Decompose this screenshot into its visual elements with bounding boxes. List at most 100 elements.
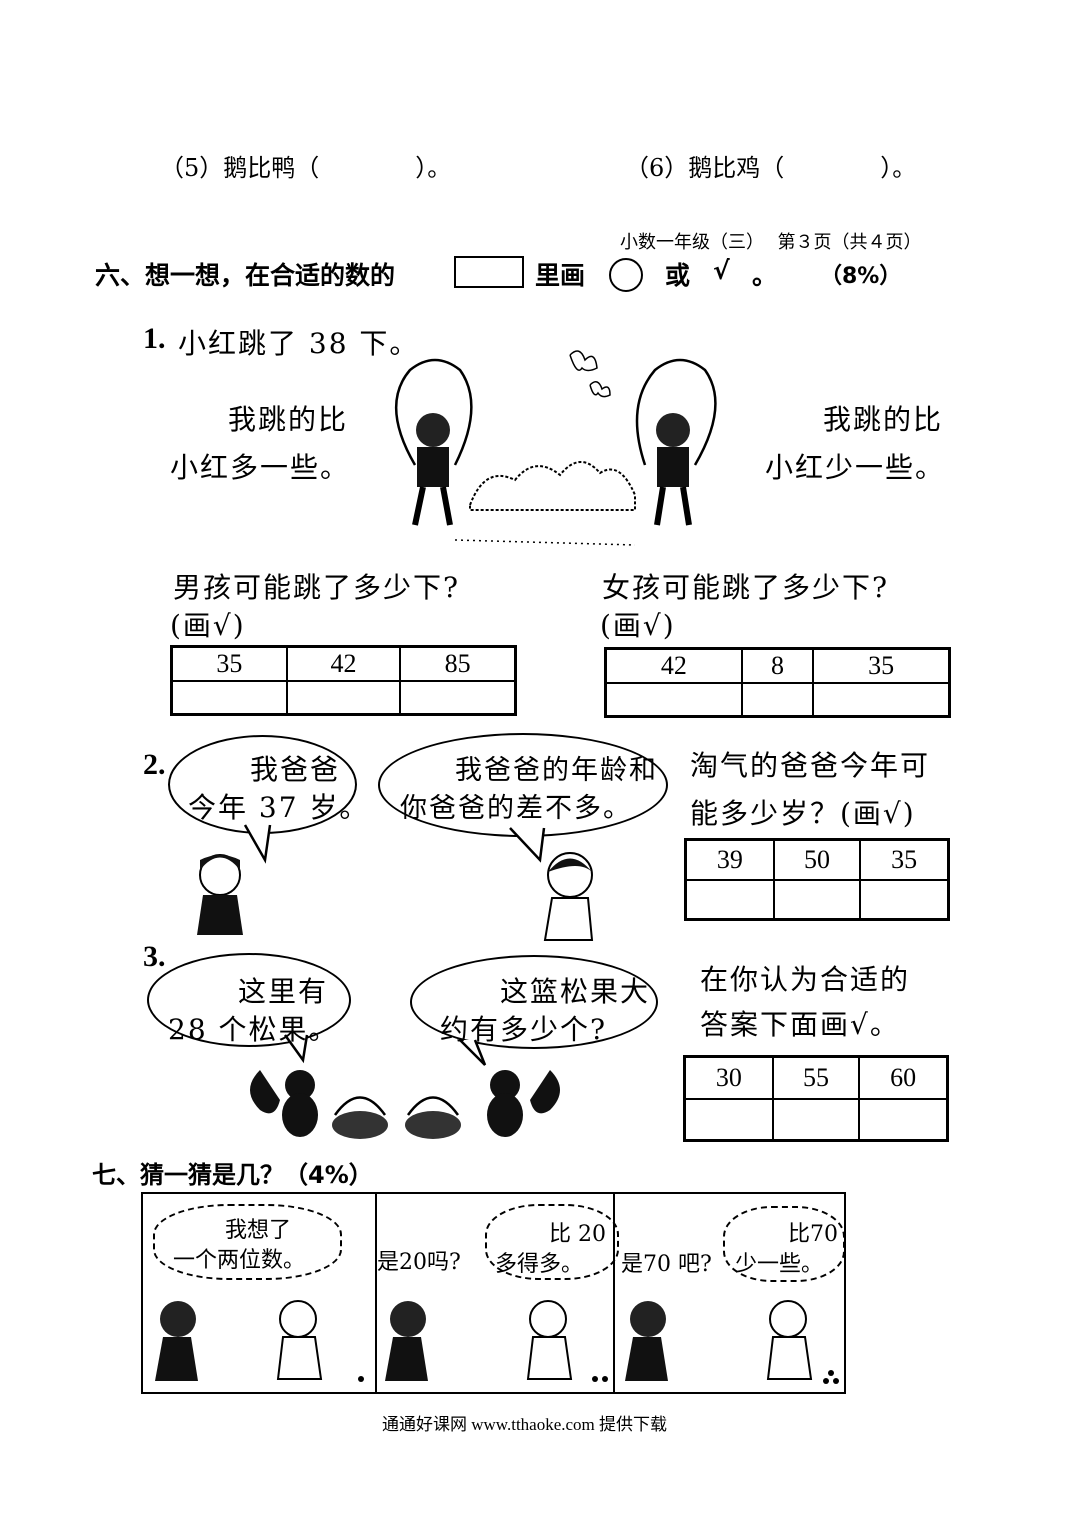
q2-girl-speech-line2: 今年 37 岁。 bbox=[188, 791, 370, 824]
boy-speech-line2: 小红多一些。 bbox=[170, 451, 351, 484]
q3-left-speech-line2: 28 个松果。 bbox=[168, 1013, 339, 1046]
squirrel-icon bbox=[250, 1070, 318, 1137]
option-cell: 60 bbox=[858, 1055, 949, 1100]
girl-jumping-icon bbox=[635, 358, 717, 526]
bubble-tail-icon bbox=[509, 827, 546, 863]
section6-title-d: 。 bbox=[752, 261, 778, 290]
q2-question-line2: 能多少岁？(画√) bbox=[690, 797, 916, 830]
section6-title-c: 或 bbox=[665, 261, 691, 290]
squirrels-baskets-illustration bbox=[250, 1070, 560, 1139]
comic-strip: 我想了 一个两位数。 是20吗? 比 20 多得多。 是70 吧? 比70 少一… bbox=[141, 1192, 846, 1394]
option-cell: 35 bbox=[859, 838, 950, 881]
answer-cell[interactable] bbox=[285, 679, 402, 716]
square-box-icon bbox=[454, 256, 524, 288]
q2-boy-speech-line1: 我爸爸的年龄和 bbox=[455, 755, 658, 786]
jump-rope-illustration bbox=[394, 350, 717, 546]
boy-icon bbox=[526, 1300, 573, 1380]
answer-cell[interactable] bbox=[684, 878, 775, 921]
dot-icon bbox=[823, 1378, 829, 1384]
boy-question-line2: (画√) bbox=[170, 609, 246, 642]
option-cell: 8 bbox=[740, 647, 815, 684]
panel-divider bbox=[613, 1194, 615, 1392]
option-cell: 35 bbox=[812, 647, 951, 684]
bush-icon bbox=[469, 461, 636, 511]
page-header-note: 小数一年级（三） 第３页（共４页） bbox=[620, 232, 922, 252]
section7-title: 七、猜一猜是几？（4%） bbox=[92, 1161, 373, 1189]
section6-percent: （8%） bbox=[820, 264, 902, 289]
answer-cell[interactable] bbox=[683, 1097, 774, 1142]
basket-icon bbox=[332, 1096, 388, 1139]
item-5: （5）鹅比鸭（ ）。 bbox=[160, 154, 452, 182]
answer-cell[interactable] bbox=[740, 681, 815, 718]
girl-options-table: 42 8 35 bbox=[604, 647, 951, 718]
dot-icon bbox=[592, 1376, 598, 1382]
answer-cell[interactable] bbox=[859, 878, 950, 921]
basket-icon bbox=[405, 1096, 461, 1139]
girl-question-line2: (画√) bbox=[600, 609, 676, 642]
boy-icon bbox=[543, 852, 594, 941]
bubble-tail-icon bbox=[243, 824, 272, 864]
q1-label: 1. bbox=[143, 322, 166, 355]
q2-label: 2. bbox=[143, 748, 166, 781]
answer-cell[interactable] bbox=[858, 1097, 949, 1142]
thought-cloud bbox=[485, 1204, 619, 1280]
q3-right-speech-line1: 这篮松果大 bbox=[500, 975, 651, 1008]
girl-question-line1: 女孩可能跳了多少下? bbox=[602, 571, 890, 604]
q1-text: 小红跳了 38 下。 bbox=[178, 327, 420, 360]
q3-question-line1: 在你认为合适的 bbox=[700, 963, 911, 996]
girl-icon bbox=[385, 1301, 428, 1381]
dot-icon bbox=[833, 1378, 839, 1384]
boy-jumping-icon bbox=[394, 358, 473, 526]
bubble-tail-icon bbox=[283, 1034, 309, 1064]
boy-icon bbox=[766, 1300, 813, 1380]
circle-icon bbox=[609, 258, 643, 292]
answer-cell[interactable] bbox=[771, 1097, 861, 1142]
section6-title-a: 六、想一想，在合适的数的 bbox=[95, 261, 396, 290]
speech-bubble bbox=[147, 953, 351, 1047]
girl-icon bbox=[197, 854, 243, 935]
q3-options-table: 30 55 60 bbox=[683, 1055, 949, 1142]
dot-icon bbox=[602, 1376, 608, 1382]
bubble-tail-icon bbox=[459, 1039, 487, 1066]
ground-line bbox=[454, 539, 636, 546]
option-cell: 42 bbox=[285, 645, 402, 682]
panel2-right-line2: 多得多。 bbox=[495, 1252, 584, 1277]
panel2-left-speech: 是20吗? bbox=[377, 1250, 461, 1275]
panel1-line2: 一个两位数。 bbox=[173, 1248, 306, 1273]
boy-icon bbox=[276, 1300, 323, 1380]
check-icon: √ bbox=[713, 256, 730, 285]
thought-cloud bbox=[153, 1204, 342, 1280]
option-cell: 42 bbox=[604, 647, 743, 684]
girl-speech-line1: 我跳的比 bbox=[823, 403, 944, 436]
option-cell: 39 bbox=[684, 838, 775, 881]
answer-cell[interactable] bbox=[170, 679, 288, 716]
q3-left-speech-line1: 这里有 bbox=[238, 975, 329, 1008]
q2-boy-speech-line2: 你爸爸的差不多。 bbox=[400, 793, 632, 824]
answer-cell[interactable] bbox=[604, 681, 743, 718]
option-cell: 55 bbox=[771, 1055, 861, 1100]
panel3-right-line1: 比70 bbox=[788, 1222, 838, 1247]
squirrel-icon bbox=[487, 1070, 560, 1137]
q2-question-line1: 淘气的爸爸今年可 bbox=[690, 749, 931, 782]
answer-cell[interactable] bbox=[812, 681, 951, 718]
boy-question-line1: 男孩可能跳了多少下? bbox=[173, 571, 461, 604]
panel3-left-speech: 是70 吧? bbox=[621, 1252, 712, 1277]
q2-girl-speech-line1: 我爸爸 bbox=[250, 753, 341, 786]
butterfly-icon bbox=[569, 350, 611, 398]
dot-icon bbox=[828, 1370, 834, 1376]
q3-label: 3. bbox=[143, 940, 166, 973]
footer-text: 通通好课网 www.tthaoke.com 提供下载 bbox=[382, 1415, 668, 1434]
girl-speech-line2: 小红少一些。 bbox=[765, 451, 946, 484]
boy-speech-line1: 我跳的比 bbox=[228, 403, 349, 436]
option-cell: 85 bbox=[399, 645, 517, 682]
girl-icon bbox=[155, 1301, 198, 1381]
boy-options-table: 35 42 85 bbox=[170, 645, 517, 716]
comic-characters-illustration bbox=[155, 1300, 839, 1384]
section6-title-b: 里画 bbox=[535, 261, 586, 290]
option-cell: 50 bbox=[772, 838, 862, 881]
dot-icon bbox=[358, 1376, 364, 1382]
panel3-right-line2: 少一些。 bbox=[735, 1252, 824, 1277]
thought-cloud bbox=[723, 1206, 845, 1282]
answer-cell[interactable] bbox=[399, 679, 517, 716]
answer-cell[interactable] bbox=[772, 878, 862, 921]
